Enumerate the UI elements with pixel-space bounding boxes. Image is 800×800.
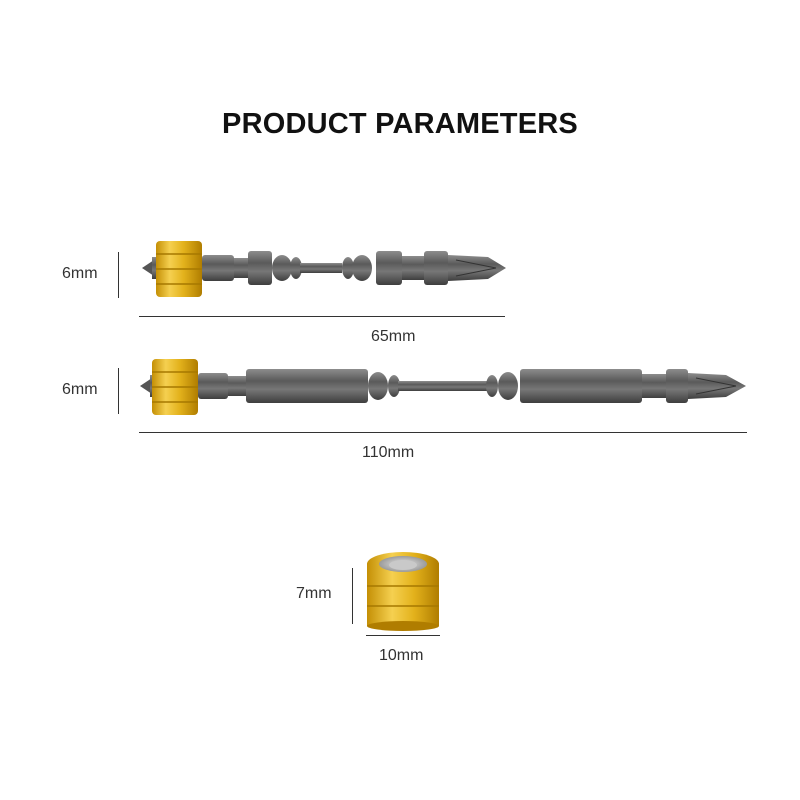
- ring-height-label: 7mm: [296, 585, 332, 602]
- short-bit-length-line: [139, 316, 505, 317]
- long-bit-diameter-label: 6mm: [62, 381, 98, 398]
- short-bit-diameter-label: 6mm: [62, 265, 98, 282]
- page-title: PRODUCT PARAMETERS: [222, 108, 578, 140]
- long-bit-length-label: 110mm: [362, 444, 415, 461]
- short-bit-length-label: 65mm: [371, 328, 416, 345]
- ring-width-line: [366, 635, 440, 636]
- long-bit-image: [140, 359, 746, 415]
- magnetic-ring-image: [367, 552, 439, 631]
- long-bit-diameter-line: [118, 368, 119, 414]
- ring-width-label: 10mm: [379, 647, 424, 664]
- short-bit-image: [142, 241, 506, 297]
- long-bit-length-line: [139, 432, 747, 433]
- ring-height-line: [352, 568, 353, 624]
- short-bit-diameter-line: [118, 252, 119, 298]
